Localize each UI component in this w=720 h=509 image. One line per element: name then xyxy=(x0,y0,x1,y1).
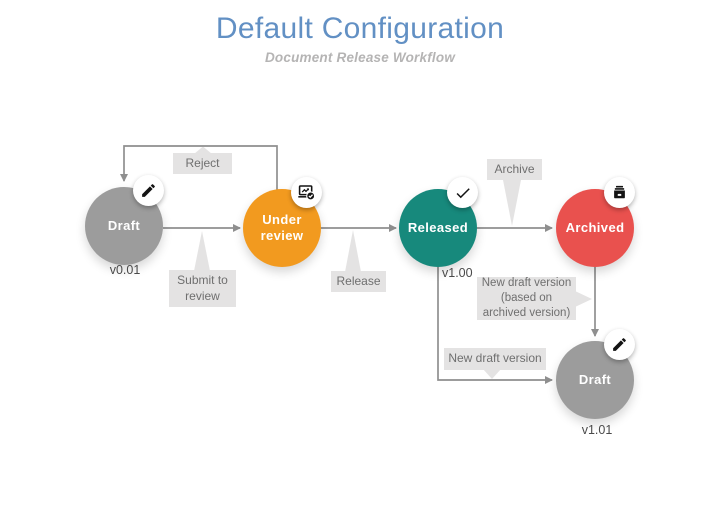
node-draft-initial: Draft xyxy=(85,175,164,265)
edge-label-new-draft-from-archived: New draft version (based on archived ver… xyxy=(477,277,576,320)
edge-label-submit-to-review: Submit to review xyxy=(169,270,236,307)
version-label: v0.01 xyxy=(109,263,141,277)
new-draft-label-pointer xyxy=(483,369,501,379)
edge-label-archive: Archive xyxy=(487,159,542,180)
laptop-check-icon xyxy=(291,177,322,208)
edge-released-to-new-draft xyxy=(437,267,553,384)
pencil-icon xyxy=(604,329,635,360)
edge-label-release: Release xyxy=(331,271,386,292)
archive-box-icon xyxy=(604,177,635,208)
edge-label-reject: Reject xyxy=(173,153,232,174)
node-label: Draft xyxy=(578,371,612,387)
page-title: Default Configuration xyxy=(215,12,505,45)
node-label: Draft xyxy=(107,217,141,233)
node-label: Under review xyxy=(260,211,304,243)
node-under-review: Under review xyxy=(243,177,322,267)
check-icon xyxy=(447,177,478,208)
reject-label-pointer xyxy=(194,146,212,154)
node-label: Released xyxy=(407,219,469,235)
node-released: Released xyxy=(399,177,478,267)
submit-label-pointer xyxy=(194,231,210,271)
version-label: v1.00 xyxy=(442,266,473,280)
new-draft-archived-label-pointer xyxy=(575,291,592,307)
node-archived: Archived xyxy=(556,177,635,267)
edge-reject-loop xyxy=(120,145,278,193)
page-subtitle: Document Release Workflow xyxy=(264,50,456,65)
node-draft-new: Draft xyxy=(556,329,635,419)
version-label: v1.01 xyxy=(581,423,613,437)
node-label: Archived xyxy=(565,219,625,235)
edge-label-new-draft: New draft version xyxy=(444,348,546,370)
release-label-pointer xyxy=(345,230,361,272)
pencil-icon xyxy=(133,175,164,206)
archive-label-pointer xyxy=(503,180,521,226)
